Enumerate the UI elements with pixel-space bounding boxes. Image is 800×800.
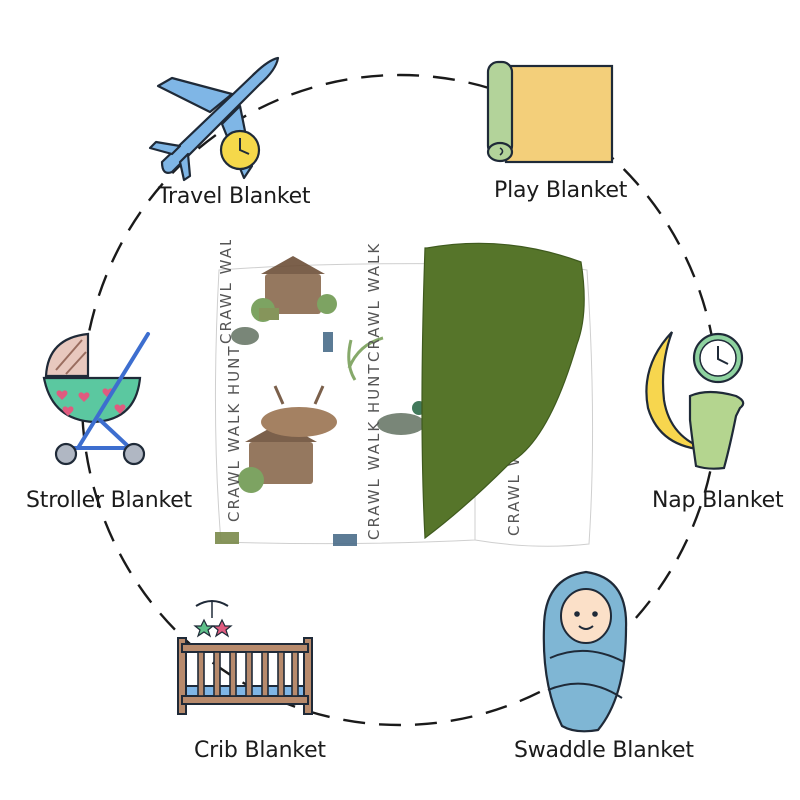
use-label-swaddle: Swaddle Blanket — [514, 738, 694, 763]
use-label-crib: Crib Blanket — [194, 738, 326, 763]
print-text: CRAWL WALK HUNT — [217, 240, 235, 344]
use-label-stroller: Stroller Blanket — [26, 488, 192, 513]
airplane-clock-icon — [148, 56, 280, 182]
use-label-play: Play Blanket — [494, 178, 628, 203]
use-label-travel: Travel Blanket — [158, 184, 311, 209]
rolled-mat-icon — [486, 60, 614, 164]
swaddled-baby-icon — [542, 570, 628, 733]
crib-icon — [177, 600, 313, 715]
blanket-product-image: CRAWL WALK HUNT CRAWL WALK HUNT CRAWL WA… — [205, 166, 600, 565]
print-text: CRAWL WALK HUNT — [365, 362, 383, 540]
use-label-nap: Nap Blanket — [652, 488, 784, 513]
stroller-icon — [42, 332, 150, 466]
print-text: CRAWL WALK HUNT — [365, 240, 383, 362]
print-text: CRAWL WALK HUNT — [225, 344, 243, 522]
moon-clock-icon — [645, 331, 745, 470]
